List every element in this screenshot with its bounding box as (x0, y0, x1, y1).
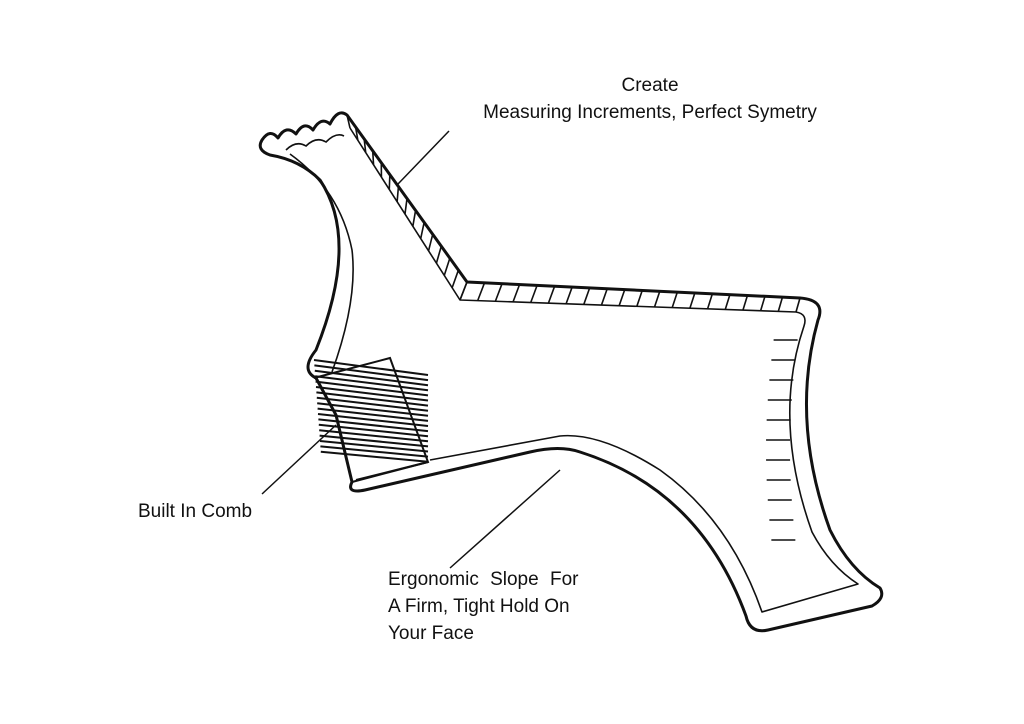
tick-mark (371, 150, 375, 165)
tick-mark (494, 283, 503, 302)
leader-line-measuring (397, 130, 450, 185)
tick-mark (759, 296, 766, 311)
comb-tooth (320, 445, 429, 458)
tick-mark (565, 286, 573, 305)
tick-mark (443, 257, 451, 276)
comb-tooth (316, 391, 429, 407)
tick-mark (724, 294, 731, 310)
comb-tooth (315, 386, 429, 402)
built-in-comb (313, 356, 430, 483)
tick-mark (435, 245, 443, 264)
comb-base-rail (355, 461, 429, 481)
label-built-in-comb: Built In Comb (138, 501, 253, 522)
tick-mark (706, 293, 714, 310)
tick-mark (404, 198, 408, 215)
inner-left-curve (285, 134, 354, 373)
comb-tooth (317, 413, 429, 427)
tick-mark (636, 290, 644, 307)
tick-mark (777, 296, 784, 312)
measuring-tick-marks (346, 114, 801, 541)
tick-mark (451, 269, 460, 288)
comb-tooth (313, 359, 429, 376)
comb-tooth (318, 423, 429, 438)
label-measuring-line-1: Create (621, 75, 679, 96)
inner-measuring-border (349, 127, 859, 613)
tick-mark (396, 186, 400, 202)
tick-mark (618, 289, 626, 306)
comb-tooth (319, 429, 429, 443)
tick-mark (354, 126, 359, 141)
tick-mark (653, 291, 661, 308)
tick-mark (547, 285, 556, 304)
tick-mark (419, 222, 425, 239)
label-slope-line-2: A Firm, Tight Hold On (388, 596, 570, 617)
label-measuring-increments: Create Measuring Increments, Perfect Sym… (440, 72, 860, 126)
label-measuring-line-2: Measuring Increments, Perfect Symetry (483, 102, 817, 123)
tick-mark (476, 282, 486, 301)
tick-mark (512, 284, 521, 303)
tick-mark (742, 295, 749, 311)
comb-tooth (320, 450, 429, 463)
tick-mark (529, 285, 538, 303)
label-ergonomic-slope: Ergonomic Slope For A Firm, Tight Hold O… (388, 566, 578, 647)
tick-mark (600, 288, 608, 306)
label-slope-line-3: Your Face (388, 623, 474, 644)
tick-mark (388, 174, 391, 190)
label-slope-line-1: Ergonomic Slope For (388, 569, 579, 590)
comb-tooth (318, 418, 429, 433)
tick-mark (795, 297, 801, 313)
comb-tooth (319, 440, 429, 453)
comb-tooth (315, 375, 429, 392)
tool-outline (258, 111, 884, 633)
tick-mark (459, 281, 468, 301)
tick-mark (427, 234, 434, 252)
leader-line-comb (261, 424, 337, 495)
comb-tooth (314, 364, 429, 382)
tick-mark (412, 210, 417, 227)
comb-tooth (319, 434, 429, 448)
tick-mark (363, 138, 367, 153)
tick-mark (346, 114, 351, 129)
tick-mark (689, 292, 696, 309)
tick-mark (583, 287, 591, 305)
comb-tooth (315, 380, 429, 397)
comb-tooth (317, 407, 429, 422)
tick-mark (671, 291, 679, 308)
leader-line-slope (449, 469, 561, 569)
